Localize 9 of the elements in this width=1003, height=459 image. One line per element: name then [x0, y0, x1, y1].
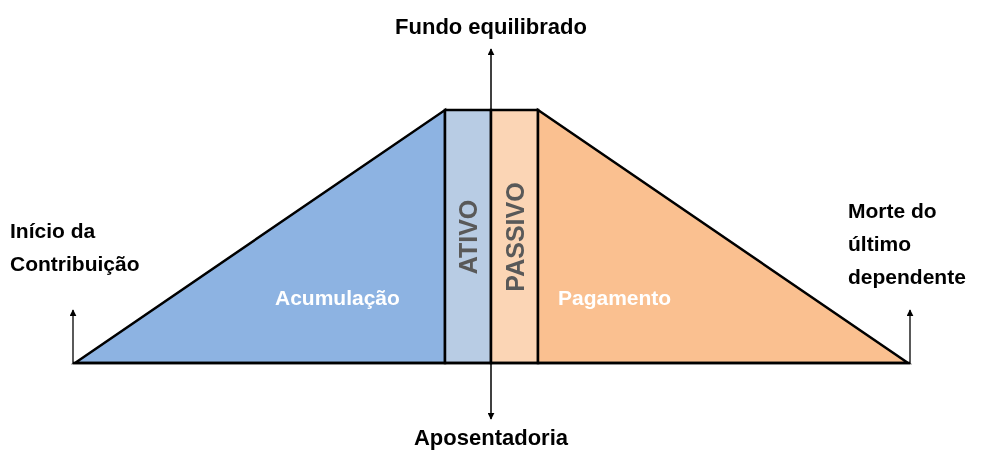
shape-label: Pagamento	[558, 286, 672, 310]
shape-label: ATIVO	[453, 199, 483, 274]
event-label: Início da Contribuição	[10, 218, 141, 277]
double-arrow	[487, 48, 495, 420]
axis-label: Aposentadoria	[380, 420, 602, 456]
shape-label: Acumulação	[275, 286, 400, 310]
axis-label: Fundo equilibrado	[360, 6, 622, 48]
shape-label: PASSIVO	[500, 181, 529, 292]
event-label: Morte do último dependente	[848, 198, 967, 290]
